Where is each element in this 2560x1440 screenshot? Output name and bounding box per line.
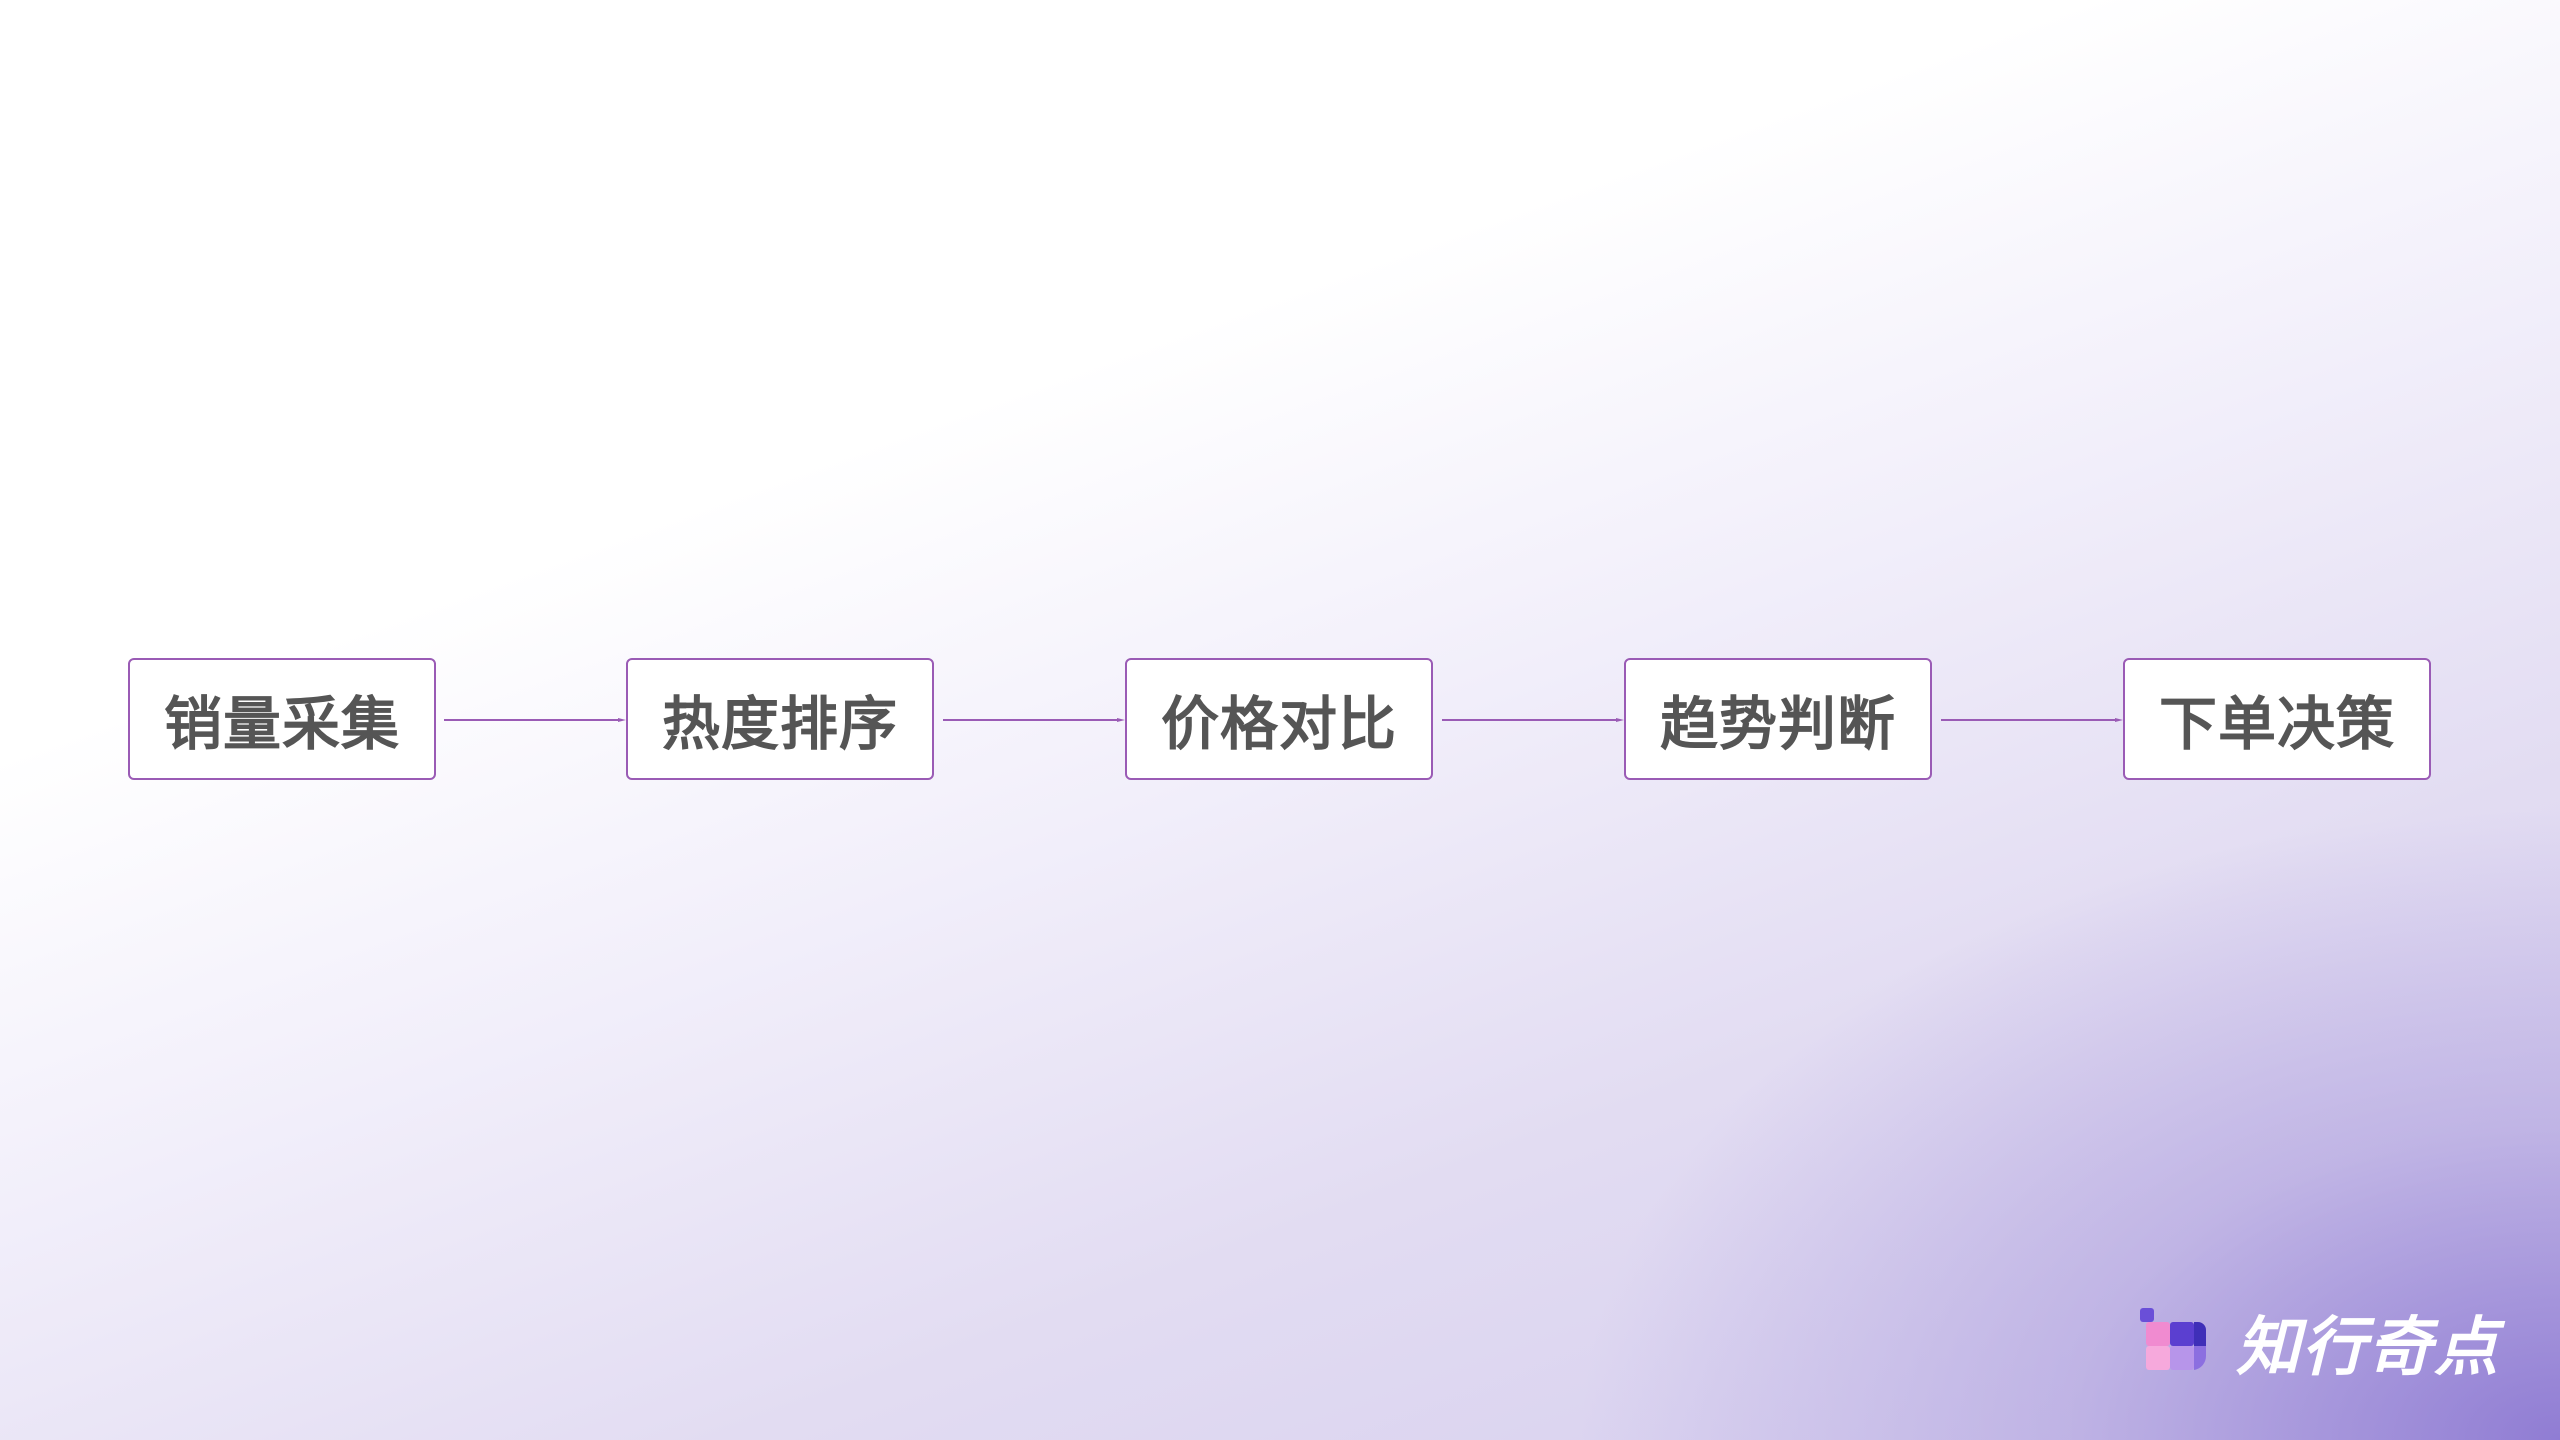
brand-watermark: 知行奇点 — [2136, 1296, 2500, 1388]
flow-step-label: 销量采集 — [163, 690, 400, 758]
flow-step-label: 热度排序 — [661, 690, 898, 758]
brand-name: 知行奇点 — [2236, 1311, 2500, 1385]
arrow-connector-2 — [943, 718, 1125, 722]
arrow-connector-4 — [1941, 718, 2123, 722]
flow-step-3: 价格对比 — [1125, 658, 1433, 780]
arrow-right-icon — [1442, 718, 1624, 722]
brand-logo-icon — [2140, 1308, 2207, 1370]
flow-step-1: 销量采集 — [128, 658, 436, 780]
arrow-right-icon — [1941, 718, 2123, 722]
flow-step-label: 价格对比 — [1160, 690, 1397, 758]
arrow-right-icon — [943, 718, 1125, 722]
flow-step-4: 趋势判断 — [1624, 658, 1932, 780]
arrow-connector-1 — [444, 718, 626, 722]
flow-step-5: 下单决策 — [2123, 658, 2431, 780]
arrow-right-icon — [444, 718, 626, 722]
flow-step-label: 下单决策 — [2158, 690, 2395, 758]
flow-step-2: 热度排序 — [626, 658, 934, 780]
flow-step-label: 趋势判断 — [1659, 690, 1896, 758]
arrow-connector-3 — [1442, 718, 1624, 722]
